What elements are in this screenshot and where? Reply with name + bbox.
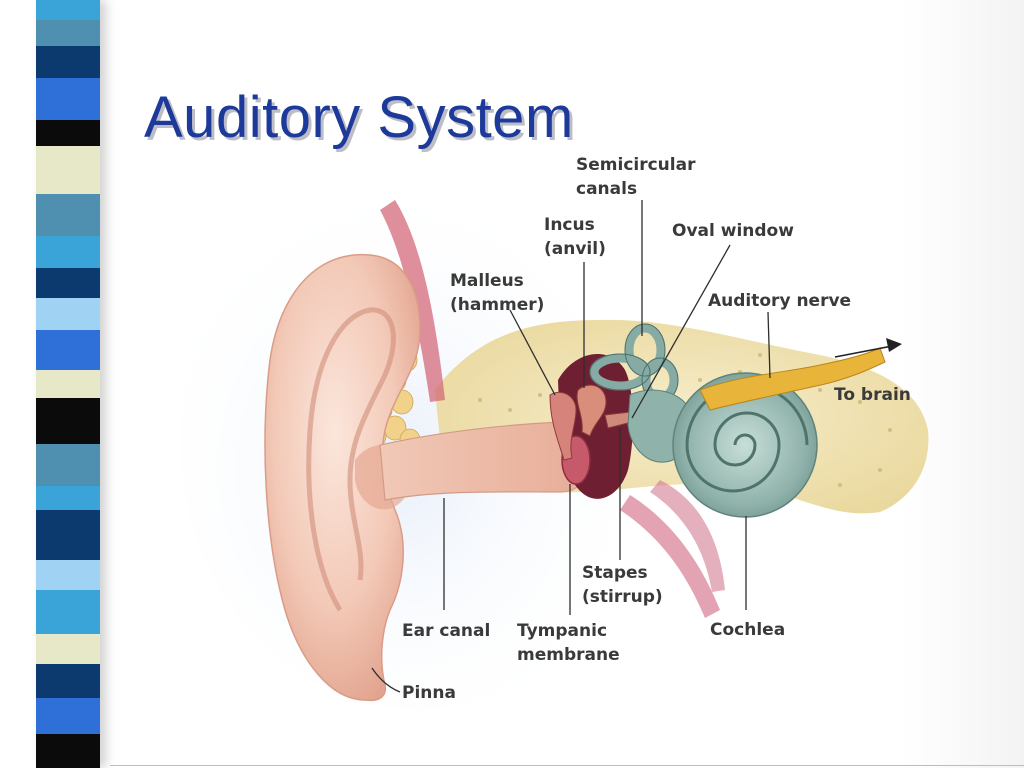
stripe (36, 0, 100, 20)
label-tympanic-membrane-line1: Tympanic (517, 621, 607, 641)
stripe (36, 46, 100, 78)
label-to-brain: To brain (834, 385, 911, 405)
stripe (36, 78, 100, 120)
pinna-shape (264, 253, 421, 702)
label-incus-line2: (anvil) (544, 239, 606, 259)
eustachian-tube-shape (620, 495, 720, 618)
ear-anatomy-diagram: Semicircular canals Incus (anvil) Oval w… (180, 155, 929, 710)
label-malleus-line2: (hammer) (450, 295, 544, 315)
label-ear-canal: Ear canal (402, 621, 490, 641)
pinna-inner-fold (306, 307, 396, 612)
stripe (36, 590, 100, 634)
stripe (36, 560, 100, 590)
label-pinna: Pinna (402, 683, 456, 703)
label-stapes-line1: Stapes (582, 563, 648, 583)
stripe (36, 734, 100, 768)
stripe (36, 444, 100, 486)
label-oval-window: Oval window (672, 221, 794, 241)
label-cochlea: Cochlea (710, 620, 785, 640)
stripe (36, 20, 100, 46)
leader-malleus (509, 309, 556, 396)
stripe (36, 370, 100, 398)
stripe (36, 298, 100, 330)
stripe (36, 146, 100, 194)
stripe (36, 194, 100, 236)
stripe (36, 330, 100, 370)
leader-pinna (371, 667, 401, 693)
decorative-stripe-bar (36, 0, 100, 768)
label-tympanic-membrane-line2: membrane (517, 645, 620, 665)
bottom-divider (110, 765, 1024, 766)
stripe (36, 486, 100, 510)
stripe (36, 120, 100, 146)
stripe (36, 664, 100, 698)
label-semicircular-canals-line2: canals (576, 179, 637, 199)
label-stapes-line2: (stirrup) (582, 587, 663, 607)
leader-lines (371, 200, 771, 693)
incus-bone (576, 384, 607, 437)
stripe (36, 698, 100, 734)
label-incus-line1: Incus (544, 215, 595, 235)
label-malleus-line1: Malleus (450, 271, 524, 291)
label-semicircular-canals-line1: Semicircular (576, 155, 696, 175)
malleus-bone (549, 391, 577, 461)
auditory-nerve-shape (699, 347, 886, 411)
leader-auditory-nerve (767, 311, 771, 379)
stripe (36, 236, 100, 268)
stripe (36, 398, 100, 444)
slide-title: Auditory System (144, 85, 574, 150)
skin-layer (650, 480, 725, 592)
arrow-right-icon (834, 338, 902, 358)
leader-oval-window (631, 244, 731, 419)
stripe (36, 268, 100, 298)
stripe (36, 634, 100, 664)
label-auditory-nerve: Auditory nerve (708, 291, 851, 311)
stripe (36, 510, 100, 560)
